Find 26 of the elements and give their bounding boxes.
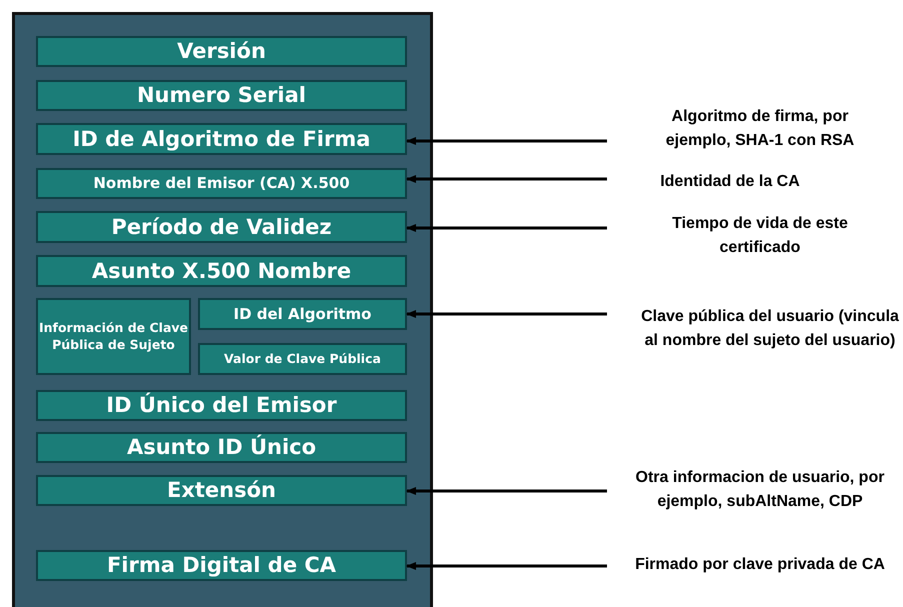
arrow bbox=[406, 137, 607, 145]
field-box: Nombre del Emisor (CA) X.500 bbox=[36, 168, 407, 199]
arrow bbox=[406, 310, 607, 318]
field-box: Numero Serial bbox=[36, 80, 407, 111]
field-box: Asunto X.500 Nombre bbox=[36, 255, 407, 287]
field-box: ID Único del Emisor bbox=[36, 390, 407, 421]
field-box: Extensón bbox=[36, 475, 407, 506]
certificate-panel bbox=[12, 12, 433, 607]
annotation-text: Firmado por clave privada de CA bbox=[635, 553, 885, 577]
annotation-text: Identidad de la CA bbox=[660, 170, 800, 194]
field-box: ID de Algoritmo de Firma bbox=[36, 123, 407, 155]
annotation-text: Tiempo de vida de este certificado bbox=[655, 212, 865, 260]
arrow bbox=[406, 487, 607, 495]
field-box: Versión bbox=[36, 36, 407, 67]
field-box: Período de Validez bbox=[36, 211, 407, 243]
arrow bbox=[406, 224, 607, 232]
field-box: Firma Digital de CA bbox=[36, 550, 407, 581]
arrow bbox=[406, 562, 607, 570]
annotation-text: Clave pública del usuario (vincula al nombre del sujeto del usuario) bbox=[635, 305, 903, 353]
arrow bbox=[406, 175, 607, 183]
annotation-text: Otra informacion de usuario, por ejemplo, subAltName, CDP bbox=[618, 466, 902, 514]
field-box: Valor de Clave Pública bbox=[198, 343, 407, 375]
field-box: ID del Algoritmo bbox=[198, 298, 407, 330]
annotation-text: Algoritmo de firma, por ejemplo, SHA-1 con RSA bbox=[640, 105, 880, 153]
field-box: Información de Clave Pública de Sujeto bbox=[36, 298, 191, 375]
field-box: Asunto ID Único bbox=[36, 432, 407, 463]
